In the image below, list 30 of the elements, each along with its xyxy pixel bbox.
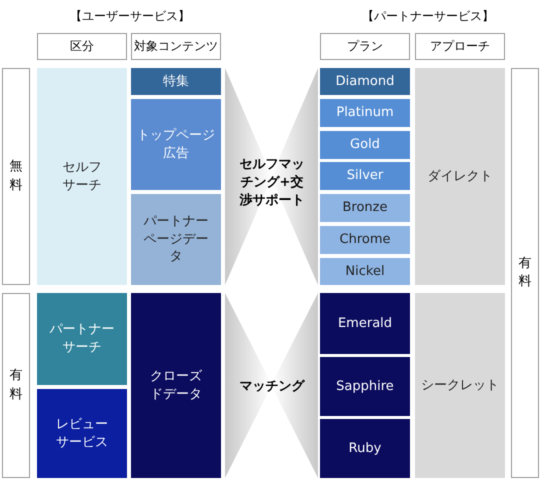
plan-box: Ruby	[320, 419, 410, 478]
service-box: レビューサービス	[37, 389, 127, 478]
content-box: パートナーページデータ	[131, 194, 221, 285]
column-header: 区分	[37, 33, 127, 60]
category-box: 有料	[2, 293, 30, 478]
center-label: セルフマッチング+交渉サポート	[238, 156, 306, 209]
category-box: 無料	[2, 68, 30, 285]
service-box: セルフサーチ	[37, 68, 127, 285]
content-box: 特集	[131, 68, 221, 95]
plan-box: Bronze	[320, 194, 410, 222]
section-heading: 【パートナーサービス】	[361, 8, 495, 25]
plan-box: Chrome	[320, 226, 410, 254]
plan-box: Gold	[320, 131, 410, 159]
column-header: アプローチ	[415, 33, 505, 60]
category-box: 有料	[511, 68, 539, 478]
approach-box: ダイレクト	[415, 68, 505, 285]
content-box: クローズドデータ	[131, 293, 221, 478]
plan-box: Diamond	[320, 68, 410, 95]
column-header: 対象コンテンツ	[131, 33, 221, 60]
center-label: マッチング	[238, 378, 306, 395]
column-header: プラン	[320, 33, 410, 60]
service-box: パートナーサーチ	[37, 293, 127, 385]
plan-box: Sapphire	[320, 357, 410, 416]
content-box: トップページ広告	[131, 99, 221, 190]
approach-box: シークレット	[415, 293, 505, 478]
plan-box: Silver	[320, 162, 410, 190]
section-heading: 【ユーザーサービス】	[69, 8, 191, 25]
plan-box: Emerald	[320, 293, 410, 354]
plan-box: Nickel	[320, 258, 410, 285]
plan-box: Platinum	[320, 99, 410, 127]
